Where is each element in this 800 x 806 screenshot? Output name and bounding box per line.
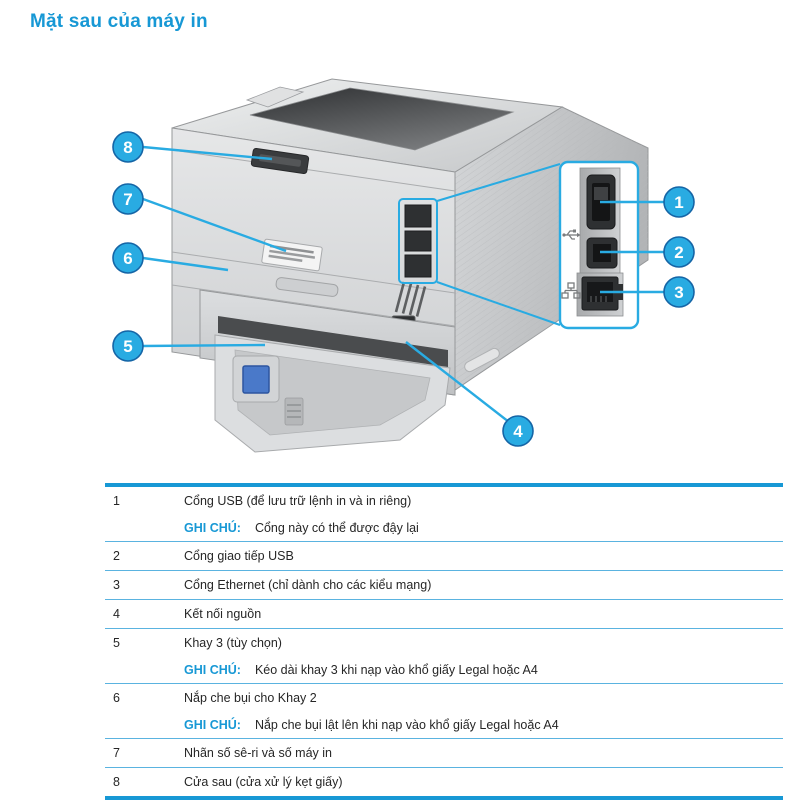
row-note: GHI CHÚ: Cổng này có thể được đậy lại [184,515,783,541]
svg-text:6: 6 [123,249,132,268]
port-detail-panel [558,160,640,330]
callout-2: 2 [663,236,695,268]
svg-text:7: 7 [123,190,132,209]
row-note: GHI CHÚ: Kéo dài khay 3 khi nạp vào khổ … [184,657,783,683]
paper-guide-ridges [284,397,304,426]
row-number: 8 [113,775,120,789]
page-title: Mặt sau của máy in [30,11,208,32]
printer-diagram: 1 2 3 4 5 [60,70,720,480]
note-label: GHI CHÚ: [184,521,241,535]
svg-text:4: 4 [513,422,523,441]
rear-door-handle [250,147,310,175]
table-row-4: 4 Kết nối nguồn [105,600,783,629]
svg-text:8: 8 [123,138,132,157]
svg-text:3: 3 [674,283,683,302]
row-number: 1 [113,494,120,508]
callout-4: 4 [502,415,534,447]
svg-text:2: 2 [674,243,683,262]
row-description: Cửa sau (cửa xử lý kẹt giấy) [184,775,343,789]
printer-back-illustration: 1 2 3 4 5 [112,78,695,453]
magnifier-lines [436,163,561,326]
row-number: 5 [113,636,120,650]
vent-slits [394,281,427,317]
ethernet-port [581,276,623,311]
row-description: Cổng USB (để lưu trữ lệnh in và in riêng… [184,494,412,508]
callouts: 1 2 3 4 5 [112,131,695,447]
table-row-2: 2 Cổng giao tiếp USB [105,542,783,571]
note-label: GHI CHÚ: [184,718,241,732]
callout-3: 3 [663,276,695,308]
side-grip-tab [464,347,500,373]
callout-8: 8 [112,131,144,163]
note-text: Nắp che bụi lật lên khi nạp vào khổ giấy… [254,718,559,732]
callout-1: 1 [663,186,695,218]
tray-opening [218,316,448,367]
row-description: Nhãn số sê-ri và số máy in [184,746,332,760]
row-number: 2 [113,549,120,563]
usb-icon [562,229,581,240]
table-row-1: 1 Cổng USB (để lưu trữ lệnh in và in riê… [105,487,783,542]
note-label: GHI CHÚ: [184,663,241,677]
table-row-7: 7 Nhãn số sê-ri và số máy in [105,739,783,768]
table-row-8: 8 Cửa sau (cửa xử lý kẹt giấy) [105,768,783,796]
row-description: Cổng Ethernet (chỉ dành cho các kiểu mạn… [184,578,432,592]
callout-legend-table: 1 Cổng USB (để lưu trữ lệnh in và in riê… [105,483,783,800]
row-description: Nắp che bụi cho Khay 2 [184,691,317,705]
note-text: Cổng này có thể được đậy lại [254,521,419,535]
table-row-6: 6 Nắp che bụi cho Khay 2 GHI CHÚ: Nắp ch… [105,684,783,739]
tray-3-extended [214,334,451,453]
paper-guide-blue [242,365,270,394]
svg-text:1: 1 [674,193,683,212]
callout-6: 6 [112,242,144,274]
svg-text:5: 5 [123,337,132,356]
row-number: 6 [113,691,120,705]
output-tray-recess [249,87,515,151]
paper-stop-flap [245,86,305,108]
row-number: 3 [113,578,120,592]
ethernet-icon [561,282,581,299]
dust-cover-handle [275,277,339,297]
note-text: Kéo dài khay 3 khi nạp vào khổ giấy Lega… [254,663,538,677]
callout-5: 5 [112,330,144,362]
table-row-5: 5 Khay 3 (tùy chọn) GHI CHÚ: Kéo dài kha… [105,629,783,684]
rear-port-cluster [398,198,438,284]
row-description: Khay 3 (tùy chọn) [184,636,282,650]
row-number: 4 [113,607,120,621]
callout-7: 7 [112,183,144,215]
row-number: 7 [113,746,120,760]
row-note: GHI CHÚ: Nắp che bụi lật lên khi nạp vào… [184,712,783,738]
row-description: Cổng giao tiếp USB [184,549,294,563]
row-description: Kết nối nguồn [184,607,262,621]
table-row-3: 3 Cổng Ethernet (chỉ dành cho các kiểu m… [105,571,783,600]
leader-lines [142,145,664,423]
